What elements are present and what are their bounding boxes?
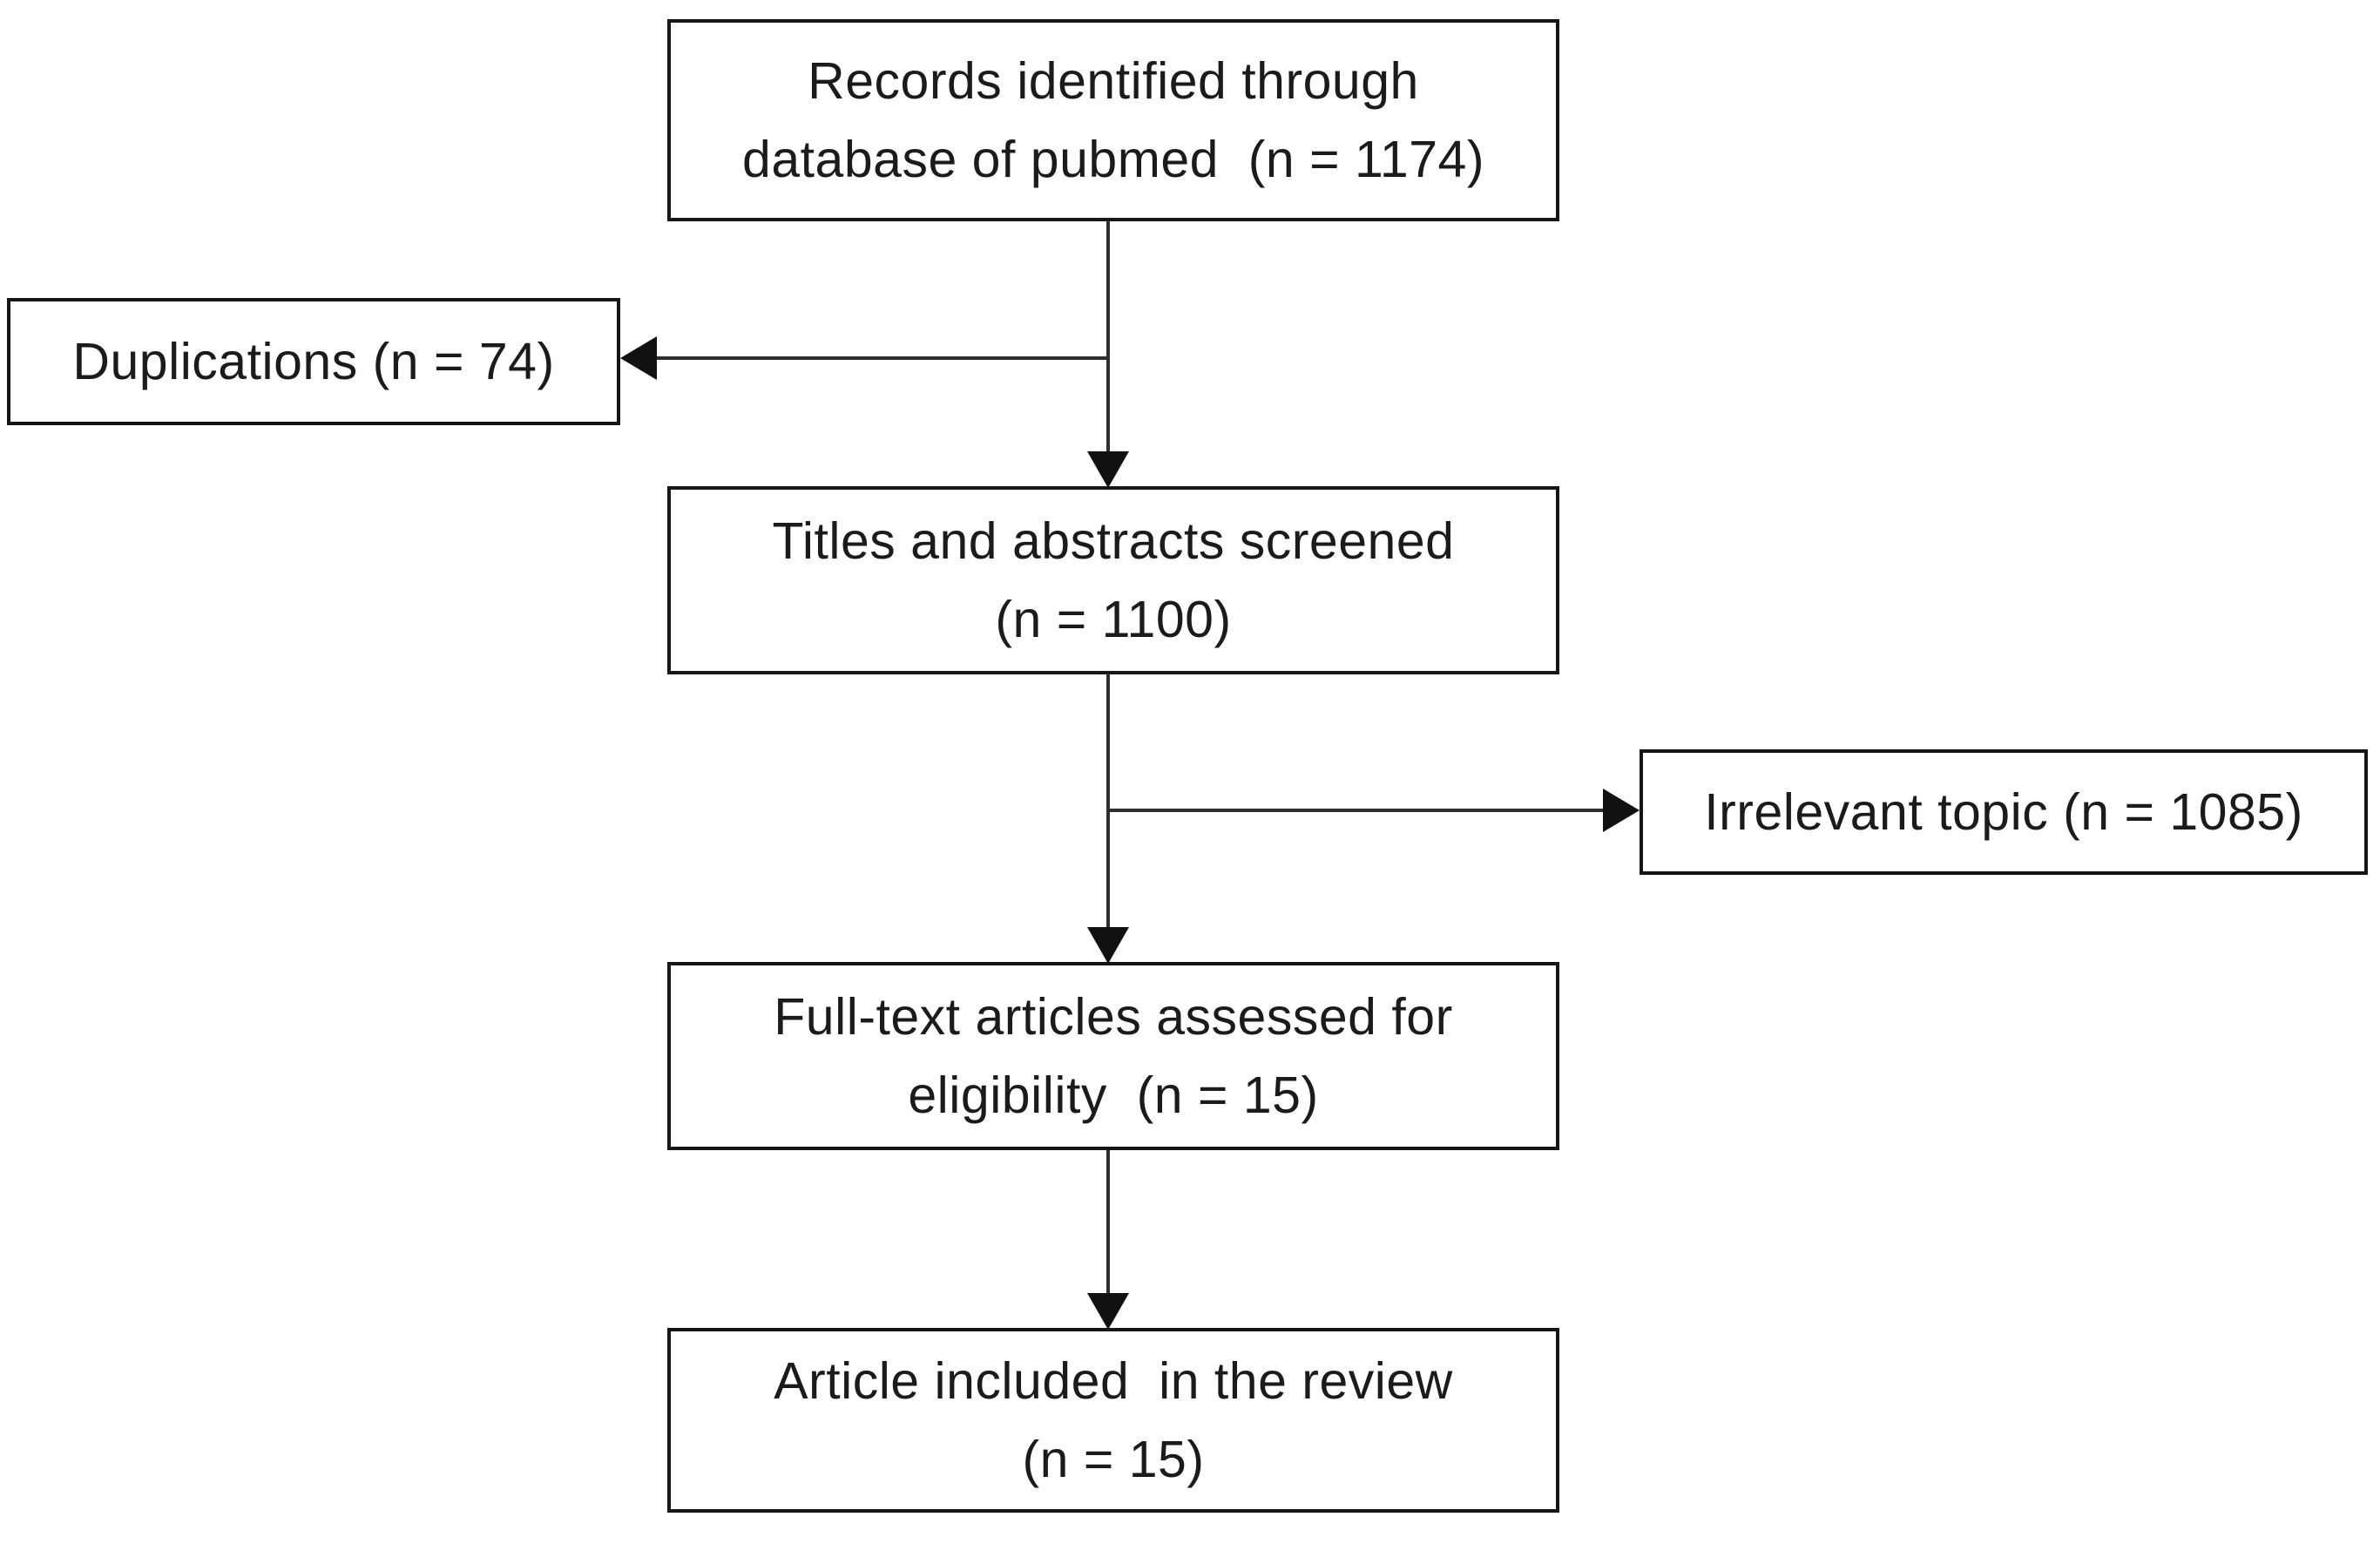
- connector-fulltext-to-included-line: [1106, 1148, 1110, 1295]
- node-irrelevant-topic: Irrelevant topic (n = 1085): [1640, 749, 2368, 875]
- node-article-included-label: Article included in the review (n = 15): [774, 1352, 1453, 1488]
- node-duplications-label: Duplications (n = 74): [72, 333, 555, 390]
- node-records-identified: Records identified through database of p…: [667, 19, 1559, 221]
- connector-records-to-duplications-line: [653, 356, 1110, 360]
- node-fulltext-assessed-label: Full-text articles assessed for eligibil…: [774, 988, 1453, 1124]
- arrowhead-down-into-fulltext: [1087, 927, 1129, 964]
- node-records-identified-label: Records identified through database of p…: [742, 52, 1484, 188]
- connector-screened-to-irrelevant-line: [1108, 809, 1605, 812]
- node-titles-abstracts-screened: Titles and abstracts screened (n = 1100): [667, 486, 1559, 674]
- connector-records-to-screened-line: [1106, 221, 1110, 453]
- node-titles-abstracts-screened-label: Titles and abstracts screened (n = 1100): [772, 512, 1455, 648]
- node-irrelevant-topic-label: Irrelevant topic (n = 1085): [1704, 783, 2303, 841]
- arrowhead-right-into-irrelevant: [1603, 789, 1640, 832]
- node-fulltext-assessed: Full-text articles assessed for eligibil…: [667, 962, 1559, 1150]
- arrowhead-down-into-screened: [1087, 451, 1129, 488]
- arrowhead-down-into-included: [1087, 1293, 1129, 1330]
- arrowhead-left-into-duplications: [620, 336, 657, 380]
- connector-screened-to-fulltext-line: [1106, 673, 1110, 929]
- node-duplications: Duplications (n = 74): [7, 298, 620, 425]
- node-article-included: Article included in the review (n = 15): [667, 1328, 1559, 1513]
